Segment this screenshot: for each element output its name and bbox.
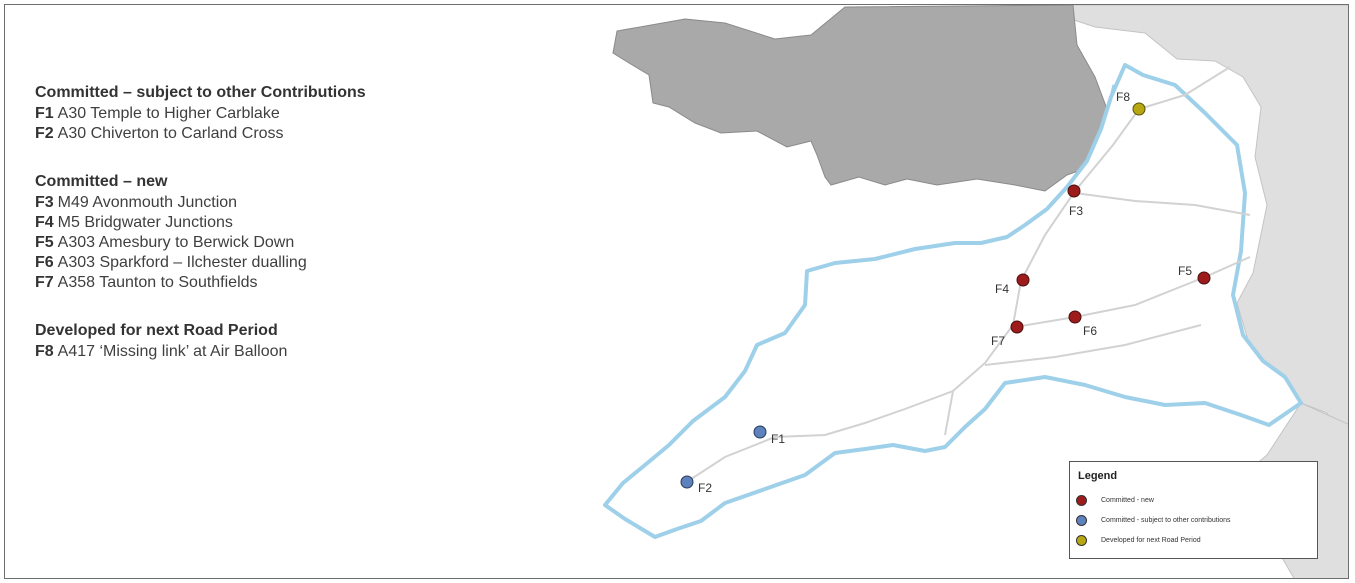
legend-label: Developed for next Road Period [1101,536,1201,544]
scheme-code: F1 [35,105,54,122]
marker-label: F7 [991,334,1005,348]
scheme-name: A303 Amesbury to Berwick Down [57,234,295,251]
marker-f4[interactable]: F4 [995,273,1030,296]
legend-dot-red [1076,494,1087,506]
marker-label: F6 [1083,324,1097,338]
scheme-code: F3 [35,194,54,211]
marker-dot [1016,273,1030,287]
marker-dot [1197,271,1211,285]
south-west-map: F1 F2 F3 F4 F5 F6 F7 F8 [603,5,1348,578]
marker-dot [1010,320,1024,334]
marker-label: F5 [1178,264,1192,278]
marker-label: F8 [1116,90,1130,104]
marker-label: F3 [1069,204,1083,218]
scheme-name: A30 Chiverton to Carland Cross [57,125,284,142]
group-committed-contributions: Committed – subject to other Contributio… [35,83,595,144]
legend-dot-yellow [1076,534,1087,546]
legend-entry-contributions: Committed - subject to other contributio… [1076,512,1231,528]
marker-dot [1132,102,1146,116]
marker-label: F4 [995,282,1009,296]
group-title: Developed for next Road Period [35,322,278,339]
scheme-name: M5 Bridgwater Junctions [57,214,233,231]
scheme-code: F7 [35,274,54,291]
group-title: Committed – new [35,173,168,190]
marker-f8[interactable]: F8 [1116,90,1146,116]
marker-label: F1 [771,432,785,446]
marker-dot [680,475,694,489]
wales-land [612,5,1108,192]
scheme-name: A303 Sparkford – Ilchester dualling [57,254,307,271]
marker-dot [753,425,767,439]
legend-entry-new: Committed - new [1076,492,1154,508]
scheme-name: M49 Avonmouth Junction [57,194,238,211]
marker-dot [1068,310,1082,324]
neighbour-land-north [1034,5,1348,458]
marker-f3[interactable]: F3 [1067,184,1083,218]
marker-f1[interactable]: F1 [753,425,785,446]
legend-label: Committed - subject to other contributio… [1101,516,1231,524]
scheme-code: F5 [35,234,54,251]
scheme-name: A30 Temple to Higher Carblake [57,105,280,122]
marker-f6[interactable]: F6 [1068,310,1097,338]
scheme-name: A417 ‘Missing link’ at Air Balloon [57,343,288,360]
scheme-code: F6 [35,254,54,271]
marker-f2[interactable]: F2 [680,475,712,495]
scheme-code: F2 [35,125,54,142]
scheme-code: F8 [35,343,54,360]
legend-entry-developed: Developed for next Road Period [1076,532,1201,548]
marker-f7[interactable]: F7 [991,320,1024,348]
legend-title: Legend [1078,470,1118,482]
legend-dot-blue [1076,514,1087,526]
legend-label: Committed - new [1101,496,1154,504]
south-west-land [603,63,1303,539]
marker-dot [1067,184,1081,198]
marker-f5[interactable]: F5 [1178,264,1211,285]
scheme-list: Committed – subject to other Contributio… [35,83,595,390]
road-network [684,66,1251,484]
map-legend: Legend Committed - new Committed - subje… [1069,461,1318,559]
scheme-name: A358 Taunton to Southfields [57,274,258,291]
group-title: Committed – subject to other Contributio… [35,84,366,101]
figure-frame: Committed – subject to other Contributio… [4,4,1349,579]
marker-label: F2 [698,481,712,495]
scheme-code: F4 [35,214,54,231]
